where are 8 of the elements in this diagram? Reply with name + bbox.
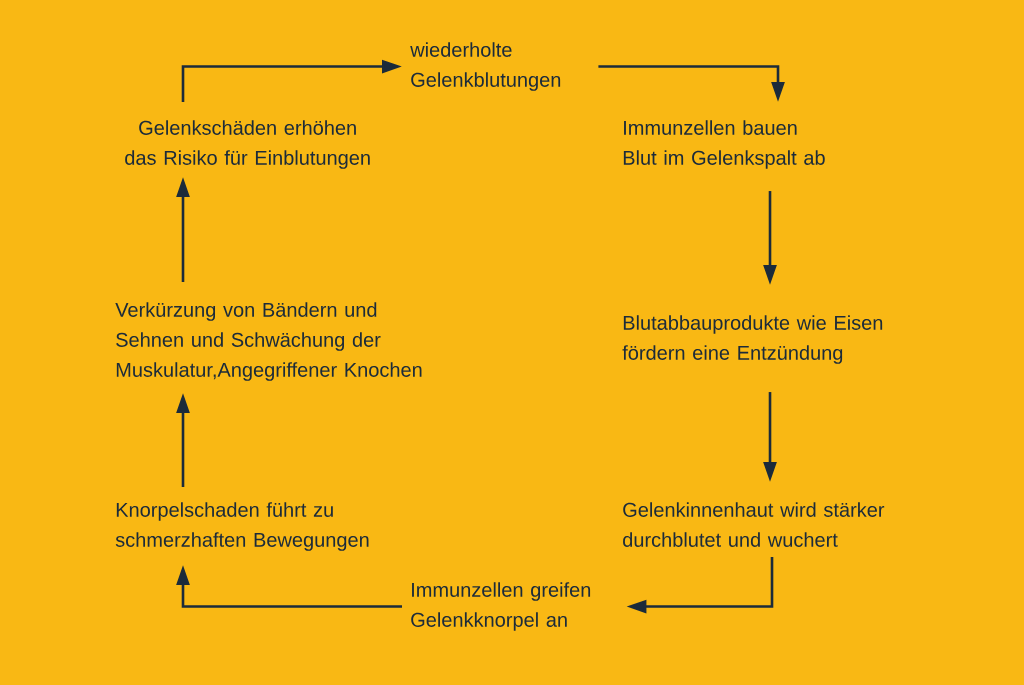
step-text: Verkürzung von Bändern und Sehnen und Schwächung der Muskulatur,Angegriffener Knochen <box>115 302 422 381</box>
step-text: Gelenkinnenhaut wird stärker durchblutet und wuchert <box>623 502 885 547</box>
step-text: Gelenkschäden erhöhen das Risiko für Einblutungen <box>125 120 370 169</box>
step-text: wiederholte Gelenkblutungen <box>410 42 561 91</box>
step-text: Immunzellen greifen Gelenkknorpel an <box>411 582 591 631</box>
step-text: Knorpelschaden führt zu schmerzhaften Bewegungen <box>115 502 369 551</box>
step-text: Blutabbauprodukte wie Eisen fördern eine Entzündung <box>622 315 883 364</box>
step-text: Immunzellen bauen Blut im Gelenkspalt ab <box>623 120 825 169</box>
